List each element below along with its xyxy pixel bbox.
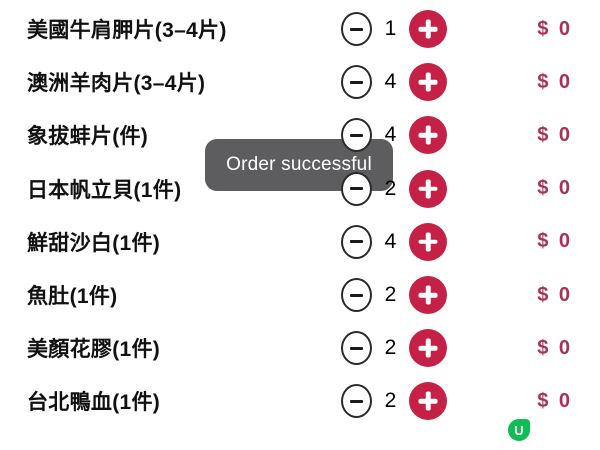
quantity-value: 2 (384, 336, 397, 360)
quantity-stepper: 2 (341, 329, 447, 368)
item-price: $ 0 (537, 336, 570, 359)
order-list-item: 鮮甜沙白(1件) 4 $ 0 (0, 215, 600, 268)
item-price: $ 0 (537, 177, 570, 200)
quantity-value: 4 (384, 229, 397, 253)
quantity-value: 2 (384, 176, 397, 200)
plus-icon (425, 72, 431, 92)
quantity-stepper: 1 (341, 10, 447, 49)
plus-icon (425, 391, 431, 411)
quantity-stepper: 4 (341, 222, 447, 261)
minus-icon (350, 187, 363, 191)
decrease-quantity-button[interactable] (341, 331, 372, 366)
minus-icon (350, 133, 363, 137)
increase-quantity-button[interactable] (409, 329, 447, 368)
minus-icon (350, 240, 363, 244)
decrease-quantity-button[interactable] (341, 118, 372, 153)
item-price: $ 0 (537, 123, 570, 146)
quantity-stepper: 2 (341, 276, 447, 315)
plus-icon (425, 232, 431, 252)
order-list-item: 台北鴨血(1件) 2 $ 0 (0, 375, 600, 428)
quantity-value: 4 (384, 70, 397, 94)
quantity-stepper: 4 (341, 63, 447, 102)
order-list: 美國牛肩胛片(3–4片) 1 $ 0 澳洲羊肉片(3–4片) 4 (0, 3, 600, 428)
u-lifestyle-logo-icon: U (508, 419, 530, 441)
increase-quantity-button[interactable] (409, 169, 447, 208)
item-name: 澳洲羊肉片(3–4片) (27, 72, 206, 96)
plus-icon (425, 338, 431, 358)
decrease-quantity-button[interactable] (341, 278, 372, 313)
order-list-item: 象拔蚌片(件) 4 $ 0 (0, 109, 600, 162)
item-price: $ 0 (537, 283, 570, 306)
minus-icon (350, 80, 363, 84)
increase-quantity-button[interactable] (409, 382, 447, 421)
order-list-item: 美國牛肩胛片(3–4片) 1 $ 0 (0, 3, 600, 56)
quantity-stepper: 4 (341, 116, 447, 155)
minus-icon (350, 27, 363, 31)
quantity-stepper: 2 (341, 169, 447, 208)
decrease-quantity-button[interactable] (341, 171, 372, 206)
quantity-stepper: 2 (341, 382, 447, 421)
plus-icon (425, 19, 431, 39)
logo-letter: U (514, 422, 524, 438)
item-name: 美顏花膠(1件) (27, 338, 161, 362)
order-list-item: 美顏花膠(1件) 2 $ 0 (0, 322, 600, 375)
increase-quantity-button[interactable] (409, 276, 447, 315)
minus-icon (350, 346, 363, 350)
quantity-value: 2 (384, 389, 397, 413)
plus-icon (425, 179, 431, 199)
plus-icon (425, 285, 431, 305)
minus-icon (350, 293, 363, 297)
increase-quantity-button[interactable] (409, 63, 447, 102)
decrease-quantity-button[interactable] (341, 65, 372, 100)
decrease-quantity-button[interactable] (341, 12, 372, 47)
item-price: $ 0 (537, 389, 570, 412)
item-price: $ 0 (537, 17, 570, 40)
quantity-value: 4 (384, 123, 397, 147)
order-list-item: 魚肚(1件) 2 $ 0 (0, 268, 600, 321)
quantity-value: 1 (384, 17, 397, 41)
item-name: 象拔蚌片(件) (27, 125, 149, 149)
order-list-item: 澳洲羊肉片(3–4片) 4 $ 0 (0, 56, 600, 109)
minus-icon (350, 399, 363, 403)
item-name: 台北鴨血(1件) (27, 391, 161, 415)
order-list-item: 日本帆立貝(1件) 2 $ 0 (0, 162, 600, 215)
increase-quantity-button[interactable] (409, 222, 447, 261)
item-name: 鮮甜沙白(1件) (27, 231, 161, 255)
increase-quantity-button[interactable] (409, 116, 447, 155)
quantity-value: 2 (384, 283, 397, 307)
item-name: 美國牛肩胛片(3–4片) (27, 19, 227, 43)
item-name: 魚肚(1件) (27, 285, 118, 309)
increase-quantity-button[interactable] (409, 10, 447, 49)
plus-icon (425, 125, 431, 145)
item-name: 日本帆立貝(1件) (27, 178, 182, 202)
item-price: $ 0 (537, 230, 570, 253)
decrease-quantity-button[interactable] (341, 384, 372, 419)
item-price: $ 0 (537, 70, 570, 93)
decrease-quantity-button[interactable] (341, 224, 372, 259)
